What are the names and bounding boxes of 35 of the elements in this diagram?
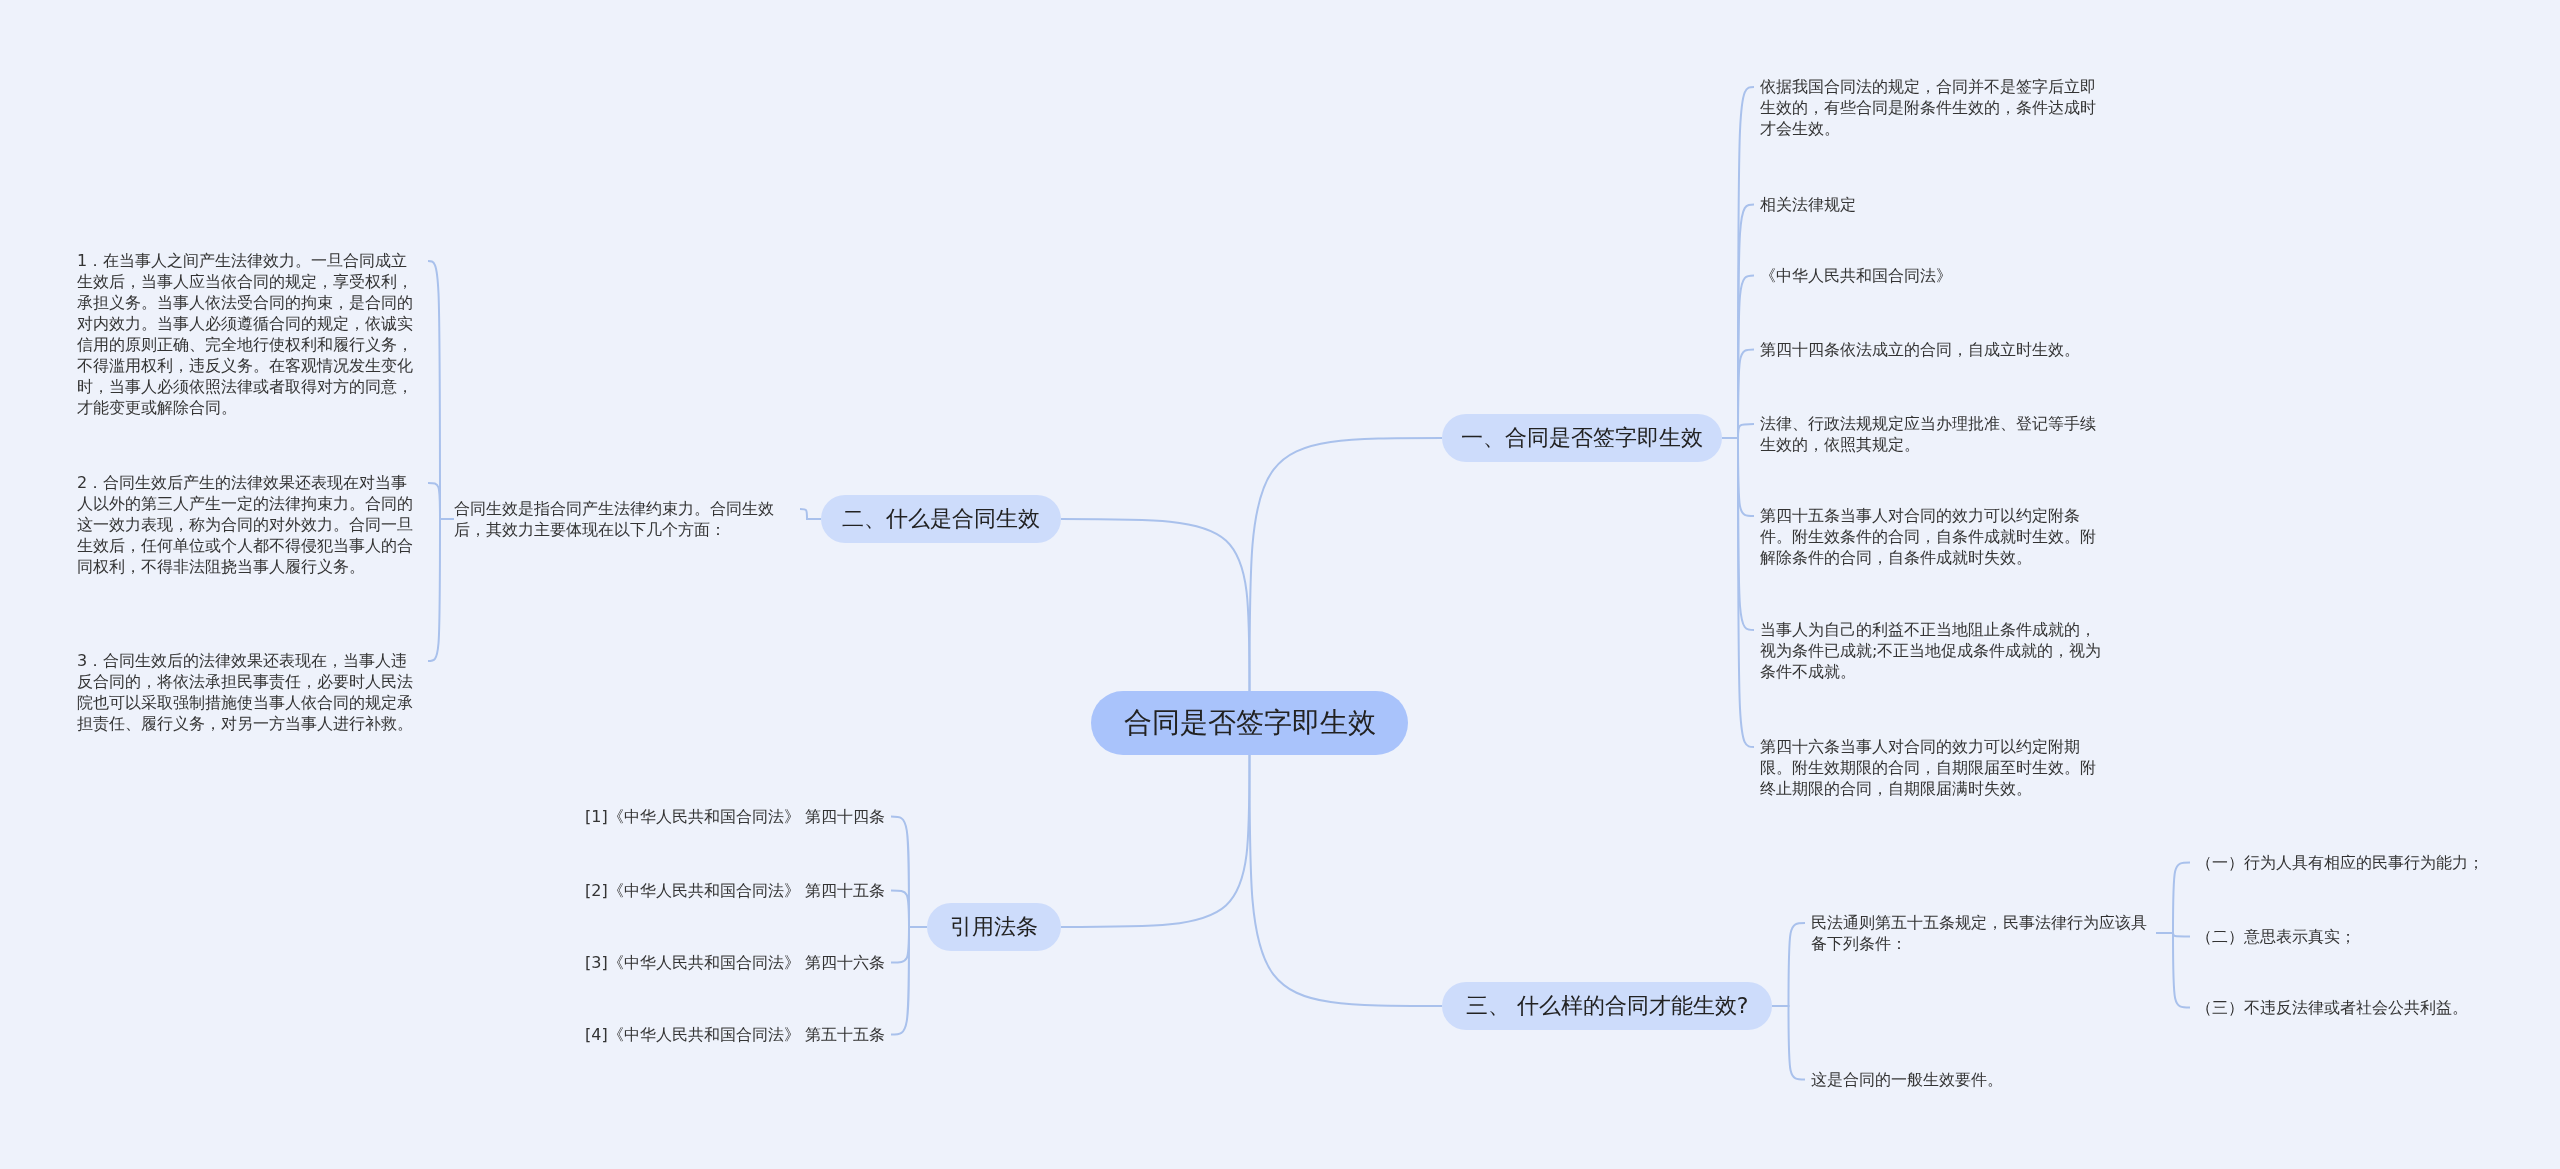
- connector-line: [799, 508, 822, 520]
- connector-line: [1248, 437, 1443, 692]
- connector-line: [890, 926, 928, 1036]
- topic-text: [1]《中华人民共和国合同法》 第四十四条: [585, 806, 885, 827]
- connector-line: [1248, 754, 1443, 1007]
- connector-line: [1721, 437, 1755, 748]
- topic-pill: 三、 什么样的合同才能生效?: [1442, 982, 1772, 1030]
- topic-text: 这是合同的一般生效要件。: [1811, 1069, 2003, 1090]
- topic-text: 民法通则第五十五条规定，民事法律行为应该具备下列条件：: [1811, 912, 2156, 954]
- topic-text: 第四十四条依法成立的合同，自成立时生效。: [1760, 339, 2080, 360]
- topic-text: 2．合同生效后产生的法律效果还表现在对当事人以外的第三人产生一定的法律拘束力。合同的这一效力表现，称为合同的对外效力。合同一旦生效后，任何单位或个人都不得侵犯当事人的合同权利，不得非法阻挠当事人履行义务。: [77, 472, 422, 577]
- topic-pill: 引用法条: [927, 903, 1061, 951]
- topic-text: 法律、行政法规规定应当办理批准、登记等手续生效的，依照其规定。: [1760, 413, 2105, 455]
- topic-text: 第四十六条当事人对合同的效力可以约定附期限。附生效期限的合同，自期限届至时生效。附终止期限的合同，自期限届满时失效。: [1760, 736, 2105, 799]
- topic-text: （一）行为人具有相应的民事行为能力；: [2196, 852, 2484, 873]
- topic-text: [2]《中华人民共和国合同法》 第四十五条: [585, 880, 885, 901]
- topic-text: 1．在当事人之间产生法律效力。一旦合同成立生效后，当事人应当依合同的规定，享受权利，承担义务。当事人依法受合同的拘束，是合同的对内效力。当事人必须遵循合同的规定，依诚实信用的原则正确、完全地行使权利和履行义务，不得滥用权利，违反义务。在客观情况发生变化时，当事人必须依照法律或者取得对方的同意，才能变更或解除合同。: [77, 250, 422, 418]
- topic-text: （二）意思表示真实；: [2196, 926, 2356, 947]
- topic-text: 第四十五条当事人对合同的效力可以约定附条件。附生效条件的合同，自条件成就时生效。附解除条件的合同，自条件成就时失效。: [1760, 505, 2105, 568]
- connector-line: [1060, 518, 1251, 692]
- topic-text: 相关法律规定: [1760, 194, 1856, 215]
- topic-text: 依据我国合同法的规定，合同并不是签字后立即生效的，有些合同是附条件生效的，条件达成时才会生效。: [1760, 76, 2105, 139]
- central-topic: 合同是否签字即生效: [1091, 691, 1408, 755]
- topic-text: 3．合同生效后的法律效果还表现在，当事人违反合同的，将依法承担民事责任，必要时人民法院也可以采取强制措施使当事人依合同的规定承担责任、履行义务，对另一方当事人进行补救。: [77, 650, 422, 734]
- topic-pill: 一、合同是否签字即生效: [1442, 414, 1722, 462]
- topic-text: [4]《中华人民共和国合同法》 第五十五条: [585, 1024, 885, 1045]
- connector-line: [1771, 1005, 1806, 1081]
- topic-text: （三）不违反法律或者社会公共利益。: [2196, 997, 2468, 1018]
- topic-text: 当事人为自己的利益不正当地阻止条件成就的，视为条件已成就;不正当地促成条件成就的，视为条件不成就。: [1760, 619, 2105, 682]
- topic-text: 合同生效是指合同产生法律约束力。合同生效后，其效力主要体现在以下几个方面：: [454, 498, 794, 540]
- topic-text: 《中华人民共和国合同法》: [1760, 265, 1952, 286]
- topic-text: [3]《中华人民共和国合同法》 第四十六条: [585, 952, 885, 973]
- connector-line: [2155, 932, 2191, 1009]
- connector-line: [1060, 754, 1251, 928]
- topic-pill: 二、什么是合同生效: [821, 495, 1061, 543]
